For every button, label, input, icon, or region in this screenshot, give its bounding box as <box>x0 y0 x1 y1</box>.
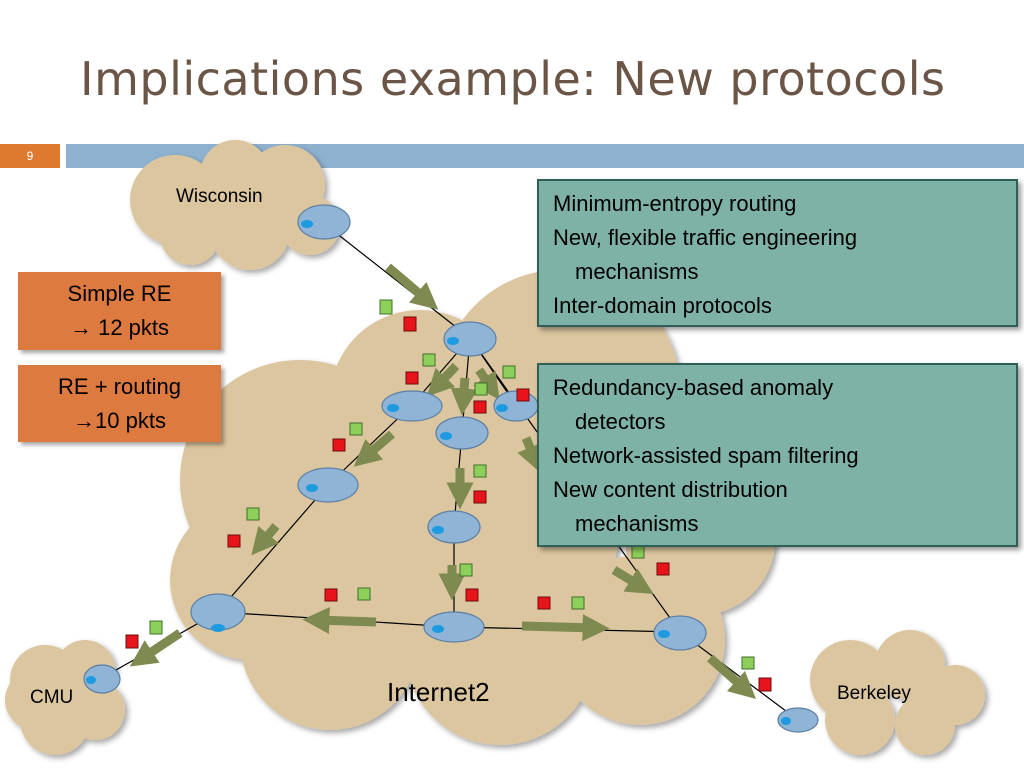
arrow-to-berkeley <box>707 654 757 699</box>
router-east <box>653 615 707 651</box>
packets-green <box>149 299 755 670</box>
berkeley-cloud <box>810 630 985 755</box>
router-cmu <box>83 664 121 694</box>
protocols-box-bottom: Redundancy-based anomaly detectors Netwo… <box>537 363 1018 547</box>
app-item-1: Redundancy-based anomaly <box>553 375 834 400</box>
wisconsin-label: Wisconsin <box>176 186 263 207</box>
slide-title: Implications example: New protocols <box>80 52 946 106</box>
simple-re-title: Simple RE <box>67 281 172 306</box>
wisconsin-cloud <box>130 140 340 270</box>
simple-re-count: → 12 pkts <box>69 315 170 340</box>
router-core <box>443 321 497 357</box>
app-item-3-cont: mechanisms <box>575 511 699 536</box>
app-item-2: Network-assisted spam filtering <box>553 443 859 468</box>
arrow-core-right <box>473 367 500 401</box>
router-west-upper <box>297 467 359 503</box>
protocol-item-2-cont: mechanisms <box>575 259 699 284</box>
app-item-3: New content distribution <box>553 477 788 502</box>
simple-re-box: Simple RE → 12 pkts <box>18 272 221 350</box>
arrow-core-mid <box>450 377 478 416</box>
re-routing-title: RE + routing <box>58 373 181 399</box>
router-mid <box>435 416 489 450</box>
routers <box>83 204 819 733</box>
router-wisconsin <box>297 204 351 240</box>
protocol-item-3: Inter-domain protocols <box>553 293 772 318</box>
arrow-to-east <box>521 614 610 642</box>
arrow-right-east <box>611 566 654 595</box>
internet2-label: Internet2 <box>387 677 490 707</box>
protocols-box-top: Minimum-entropy routing New, flexible tr… <box>537 179 1018 327</box>
router-south <box>423 611 485 643</box>
arrow-to-cmu <box>129 629 183 667</box>
arrow-west-down <box>251 523 280 556</box>
router-ports <box>86 220 791 725</box>
arrow-left-down <box>353 430 395 467</box>
arrow-core-left <box>426 362 460 397</box>
arrow-to-west <box>302 606 377 634</box>
re-routing-count: →10 pkts <box>73 407 166 433</box>
protocol-item-1: Minimum-entropy routing <box>553 191 797 216</box>
re-routing-box: RE + routing →10 pkts <box>18 365 221 442</box>
flow-arrows <box>129 263 757 699</box>
arrow-right-down <box>517 436 543 473</box>
berkeley-label: Berkeley <box>837 683 911 704</box>
protocol-item-2: New, flexible traffic engineering <box>553 225 858 250</box>
cmu-label: CMU <box>30 687 74 708</box>
app-item-1-cont: detectors <box>575 409 666 434</box>
router-berkeley <box>777 707 819 733</box>
packets-red <box>125 316 772 692</box>
router-left <box>381 390 443 422</box>
slide-number: 9 <box>0 144 60 168</box>
router-center <box>427 510 481 544</box>
arrow-wisconsin-core <box>385 263 439 310</box>
